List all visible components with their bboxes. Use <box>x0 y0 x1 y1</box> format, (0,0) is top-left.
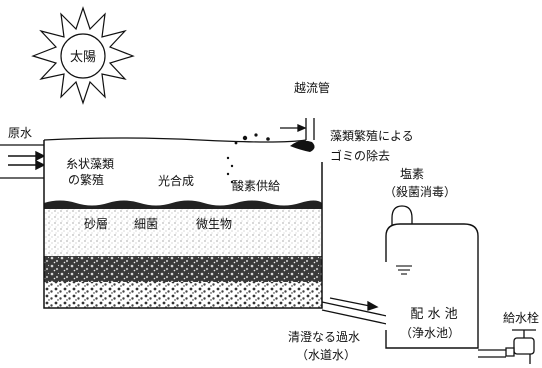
hydrant-label: 給水栓 <box>503 310 539 325</box>
filamentous-algae-label-2: の繁殖 <box>68 172 104 187</box>
photosynthesis-label: 光合成 <box>158 173 194 188</box>
oxygen-bubbles <box>226 156 234 184</box>
sand-layer-label: 砂層 <box>84 217 108 231</box>
arrow-right-icon <box>280 124 307 132</box>
reservoir-label-2: （浄水池） <box>400 326 460 340</box>
chlorine-label-2: （殺菌消毒） <box>384 185 456 199</box>
microorganisms-label: 微生物 <box>196 217 232 231</box>
sun-icon <box>31 6 135 105</box>
filamentous-algae-label-1: 糸状藻類 <box>66 157 114 171</box>
inlet-pipe <box>0 144 44 179</box>
arrow-right-icon <box>8 150 46 171</box>
raw-water-label: 原水 <box>8 126 32 140</box>
reservoir-label-1: 配 水 池 <box>410 307 457 322</box>
distribution-reservoir <box>385 223 479 349</box>
water-level-mark <box>396 265 412 275</box>
chlorine-label-1: 塩素 <box>400 166 424 181</box>
arrow-right-icon <box>329 297 379 311</box>
algae-removal-label-2: ゴミの除去 <box>330 148 390 163</box>
clear-water-label-2: （水道水） <box>296 348 356 362</box>
sun-label: 太陽 <box>70 50 96 65</box>
bacteria-label: 細菌 <box>134 217 158 231</box>
faucet-icon <box>505 329 536 364</box>
outlet-pipe <box>321 301 397 327</box>
overflow-pipe-label: 越流管 <box>294 80 330 95</box>
clear-water-label-1: 清澄なる過水 <box>288 329 360 344</box>
algae-removal-label-1: 藻類繁殖による <box>330 128 414 143</box>
algae-debris <box>234 133 315 152</box>
supply-pipe <box>478 349 510 358</box>
oxygen-supply-label: 酸素供給 <box>232 178 280 193</box>
filter-basin <box>43 137 323 309</box>
